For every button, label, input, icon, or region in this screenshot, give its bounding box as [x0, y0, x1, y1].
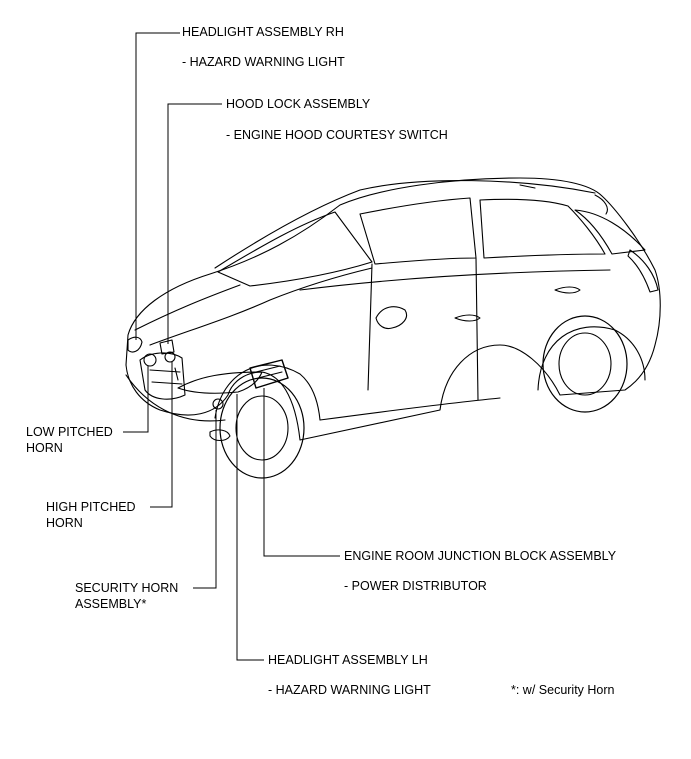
- security-horn: [212, 398, 224, 410]
- label-junction-block: ENGINE ROOM JUNCTION BLOCK ASSEMBLY: [344, 549, 617, 563]
- label-security-horn-line2: ASSEMBLY*: [75, 597, 147, 611]
- fog-light: [209, 429, 231, 442]
- label-high-horn-line2: HORN: [46, 516, 83, 530]
- label-junction-block-sub: - POWER DISTRIBUTOR: [344, 579, 487, 593]
- beltline: [299, 269, 611, 291]
- headlight-rh-shape: [127, 336, 143, 353]
- low-pitched-horn: [143, 353, 157, 367]
- leader-hood-lock: [167, 103, 222, 344]
- windshield: [217, 211, 373, 287]
- car-body-outline: [125, 177, 661, 441]
- rear-wheel-rim: [558, 332, 612, 396]
- rear-wheel-arch: [537, 326, 646, 391]
- roof-line: [214, 180, 596, 269]
- leader-high-horn: [150, 362, 173, 508]
- rear-spoiler: [594, 194, 608, 215]
- label-low-horn-line2: HORN: [26, 441, 63, 455]
- label-headlight-rh-sub: - HAZARD WARNING LIGHT: [182, 55, 345, 69]
- label-low-horn-line1: LOW PITCHED: [26, 425, 113, 439]
- rear-lamp: [627, 249, 659, 293]
- leader-headlight-rh: [135, 32, 180, 340]
- leader-security-horn: [193, 410, 217, 589]
- front-wheel: [219, 377, 305, 479]
- front-wheel-rim: [235, 395, 289, 461]
- leader-junction-block: [263, 388, 340, 557]
- door-handle-rear: [554, 286, 581, 294]
- label-headlight-rh: HEADLIGHT ASSEMBLY RH: [182, 25, 344, 39]
- side-mirror: [375, 306, 408, 330]
- quarter-window: [574, 209, 646, 255]
- door-handle-front: [454, 314, 481, 322]
- rear-wheel: [542, 315, 628, 413]
- antenna: [519, 184, 536, 189]
- door-line-mid: [475, 257, 479, 401]
- grille: [139, 352, 186, 400]
- hood-edge: [149, 267, 373, 346]
- high-pitched-horn: [164, 351, 176, 363]
- label-headlight-lh: HEADLIGHT ASSEMBLY LH: [268, 653, 428, 667]
- grille-bar: [149, 369, 181, 373]
- leader-low-horn: [123, 366, 149, 433]
- label-hood-lock-sub: - ENGINE HOOD COURTESY SWITCH: [226, 128, 448, 142]
- leader-headlight-lh: [236, 394, 264, 661]
- engine-room-junction-block: [249, 359, 289, 389]
- side-window-front: [359, 197, 477, 265]
- hood-lock-cable: [174, 367, 179, 381]
- grille-bar-2: [151, 381, 183, 385]
- hood-lock: [159, 339, 175, 355]
- rocker-line: [319, 397, 501, 421]
- label-hood-lock: HOOD LOCK ASSEMBLY: [226, 97, 371, 111]
- headlight-lh-shape: [177, 371, 263, 394]
- label-security-horn-line1: SECURITY HORN: [75, 581, 179, 595]
- label-high-horn-line1: HIGH PITCHED: [46, 500, 136, 514]
- front-wheel-arch: [214, 364, 321, 421]
- footnote: *: w/ Security Horn: [511, 683, 615, 697]
- label-headlight-lh-sub: - HAZARD WARNING LIGHT: [268, 683, 431, 697]
- junction-block-detail: [255, 365, 283, 379]
- side-window-rear: [479, 198, 606, 259]
- door-line-front: [367, 263, 373, 391]
- hood-crease: [134, 284, 241, 331]
- front-bumper: [125, 374, 226, 422]
